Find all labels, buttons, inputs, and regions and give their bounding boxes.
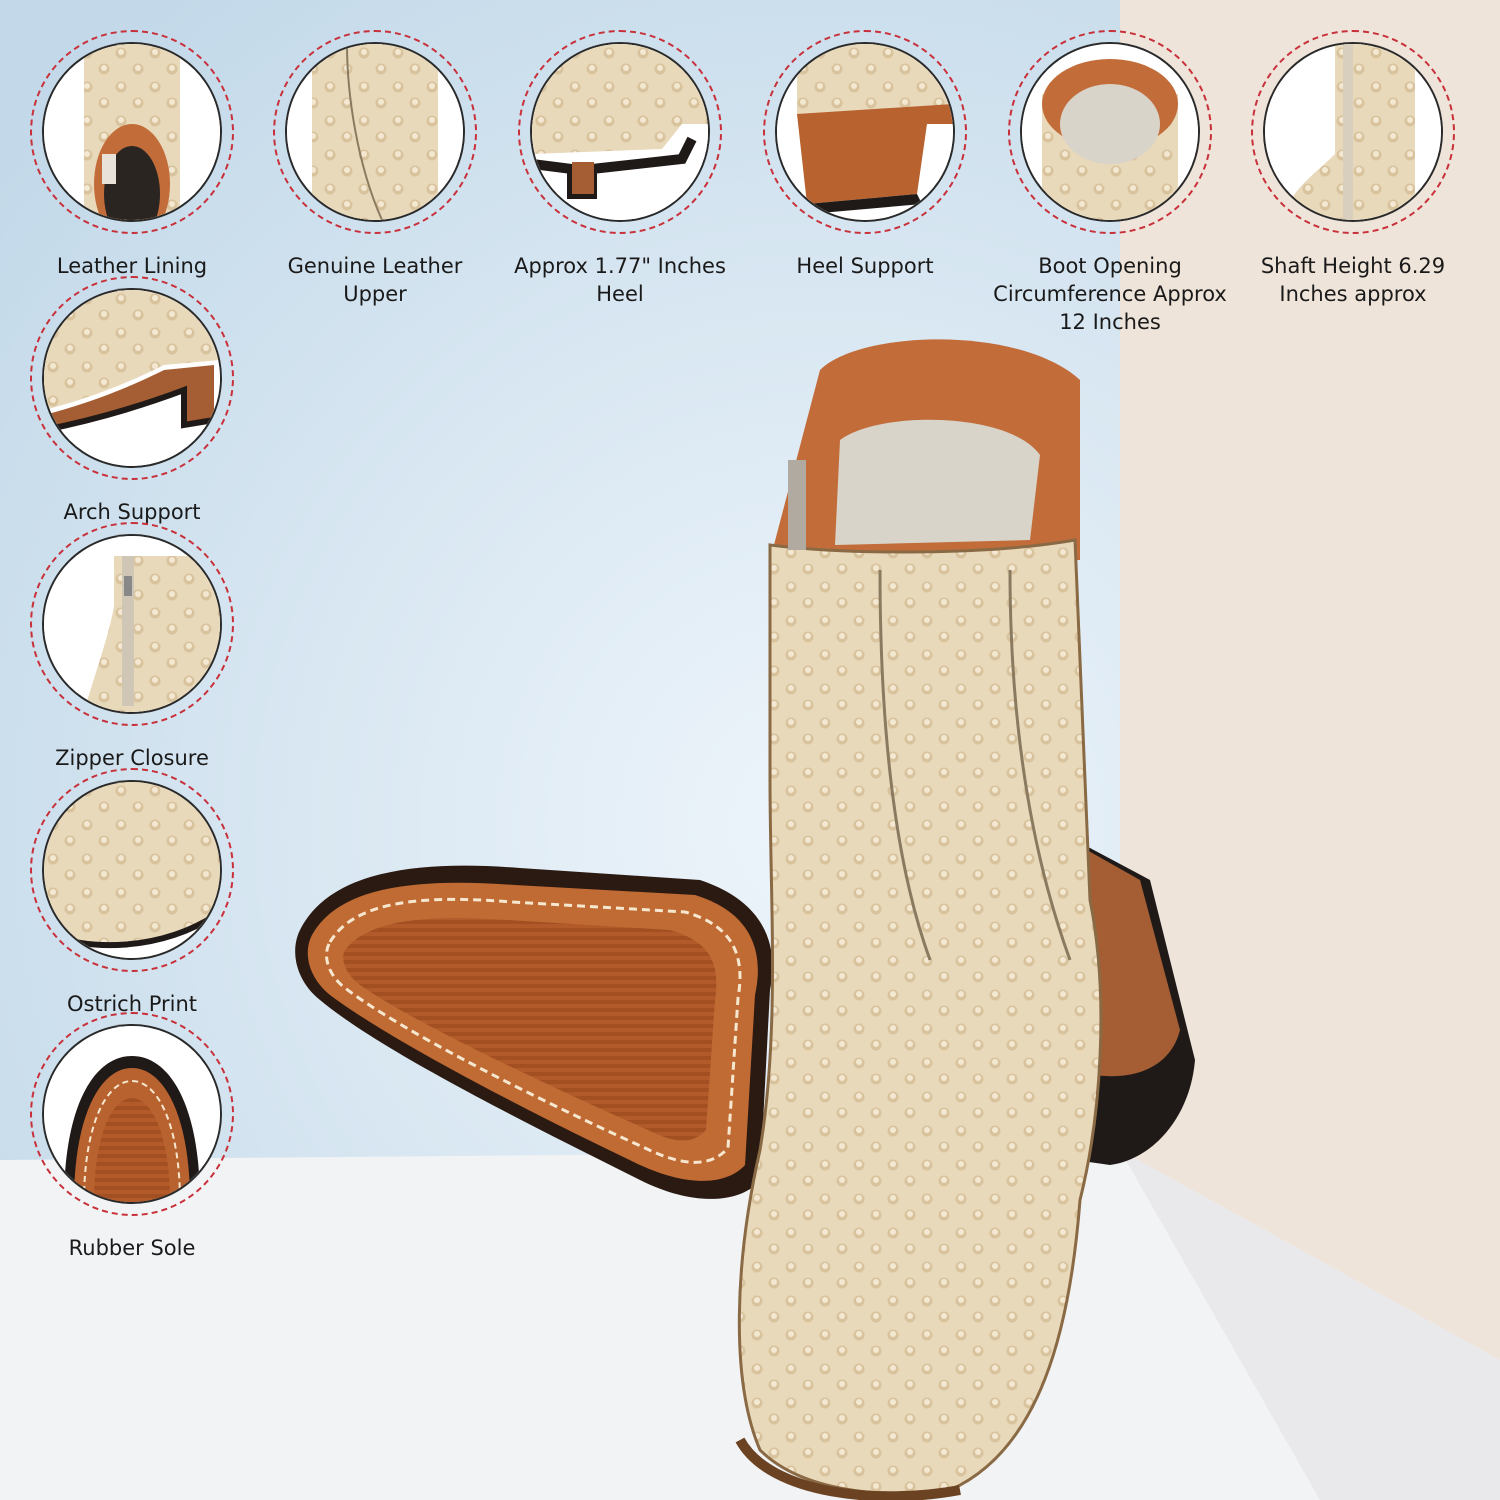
feature-ring xyxy=(518,30,722,234)
heel-support-icon xyxy=(777,44,953,220)
hero-boots xyxy=(295,339,1195,1500)
shaft-height-icon xyxy=(1265,44,1441,220)
feature-arch-support: Arch Support xyxy=(12,276,252,526)
feature-zipper-closure: Zipper Closure xyxy=(12,522,252,772)
boot-opening-icon xyxy=(1022,44,1198,220)
ostrich-print-icon xyxy=(44,782,220,958)
feature-label: Arch Support xyxy=(63,500,201,524)
feature-ring xyxy=(1008,30,1212,234)
feature-label: Genuine Leather Upper xyxy=(287,254,463,306)
arch-support-icon xyxy=(44,290,220,466)
feature-genuine-leather-upper: Genuine Leather Upper xyxy=(255,30,495,308)
feature-ring xyxy=(1251,30,1455,234)
feature-ring xyxy=(30,768,234,972)
rubber-sole-icon xyxy=(44,1026,220,1202)
heel-height-icon xyxy=(532,44,708,220)
feature-label: Zipper Closure xyxy=(55,746,209,770)
boot-top-view-icon xyxy=(44,44,220,220)
feature-label: Rubber Sole xyxy=(68,1236,196,1260)
feature-boot-opening: Boot Opening Circumference Approx 12 Inc… xyxy=(990,30,1230,336)
feature-ring xyxy=(30,276,234,480)
feature-heel-height: Approx 1.77" Inches Heel xyxy=(500,30,740,308)
feature-ring xyxy=(273,30,477,234)
feature-ring xyxy=(30,522,234,726)
feature-ring xyxy=(30,30,234,234)
feature-label: Heel Support xyxy=(796,254,934,278)
feature-ostrich-print: Ostrich Print xyxy=(12,768,252,1018)
feature-label: Leather Lining xyxy=(56,254,208,278)
feature-label: Shaft Height 6.29 Inches approx xyxy=(1260,254,1446,306)
leather-upper-icon xyxy=(287,44,463,220)
feature-leather-lining: Leather Lining xyxy=(12,30,252,280)
feature-heel-support: Heel Support xyxy=(745,30,985,280)
feature-ring xyxy=(763,30,967,234)
zipper-icon xyxy=(44,536,220,712)
feature-ring xyxy=(30,1012,234,1216)
feature-label: Approx 1.77" Inches Heel xyxy=(514,254,726,306)
feature-label: Boot Opening Circumference Approx 12 Inc… xyxy=(993,254,1227,334)
feature-shaft-height: Shaft Height 6.29 Inches approx xyxy=(1233,30,1473,308)
feature-rubber-sole: Rubber Sole xyxy=(12,1012,252,1262)
